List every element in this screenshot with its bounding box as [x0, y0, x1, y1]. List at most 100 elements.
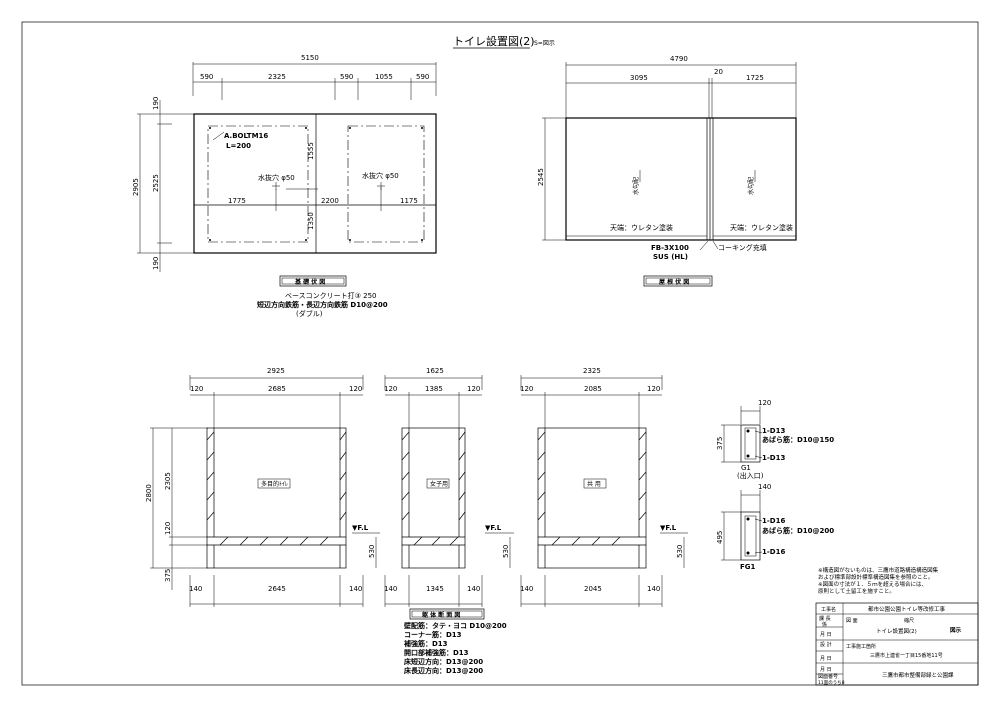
room2-gl: ▼F.L: [485, 524, 502, 532]
el-heading: 躯 体 断 面 図: [421, 611, 460, 619]
tb-project: 都市公園公園トイレ等改修工事: [868, 605, 946, 613]
tb-row-4: 月 日: [820, 667, 832, 673]
rp-overall-width: 4790: [670, 55, 688, 63]
fg1-stirrup: あばら筋：D10@200: [762, 526, 834, 535]
fp-left-1: 2525: [152, 174, 160, 192]
el-note-3: 開口部補強筋：D13: [404, 648, 469, 657]
room3-wall-l: 120: [520, 385, 533, 393]
roof-plan: 4790 3095 20 1725 2545 水勾配 水勾配 天端：ウレタン塗装…: [537, 55, 797, 287]
room2-inner: 1385: [425, 385, 443, 393]
room1-foot-r: 140: [349, 585, 362, 593]
fg1-bar-2: 1-D16: [762, 548, 785, 556]
fp-inner-2: 1775: [228, 197, 246, 205]
remark-2: ※図面の寸法が１．５ｍを超える場合には、: [818, 580, 927, 588]
fp-inner-3: 2200: [321, 197, 339, 205]
fp-note-0: ベースコンクリート打③ 250: [285, 291, 377, 300]
el-note-2: 補強筋：D13: [403, 639, 448, 648]
room3-outer: 2325: [583, 367, 601, 375]
fp-heading: 基 礎 伏 図: [294, 278, 325, 286]
sheet-title: トイレ設置図(2): [453, 34, 535, 48]
fp-seg-4: 590: [416, 73, 429, 81]
room1-name: 多目的ﾄｲﾚ: [261, 480, 288, 488]
room2-foot-l: 140: [384, 585, 397, 593]
tb-location: 三鷹市上連雀一丁目15番地11号: [870, 652, 943, 659]
room2-gl-dim: 530: [502, 545, 510, 558]
tb-project-label: 工事名: [821, 606, 836, 613]
el-upper: 2305: [164, 472, 172, 490]
g1-top: 120: [758, 399, 771, 407]
elevation-room-3: 2325 120 2085 120 共 用: [520, 367, 663, 607]
room2-wall-r: 120: [467, 385, 480, 393]
rp-flat-bar: FB-3X100: [651, 244, 689, 252]
fp-inner-4: 1175: [400, 197, 418, 205]
tb-approver-label: 図面番号: [818, 673, 838, 680]
remarks: ※構造図がないものは、三鷹市道路構造構造図集 および標準部設計標準構造図集を参照…: [818, 566, 939, 595]
fp-left-0: 190: [152, 97, 160, 110]
tb-row-1: 係: [822, 621, 827, 628]
rp-caulking: コーキング充填: [718, 243, 767, 252]
room2-foot-r: 140: [467, 585, 480, 593]
el-note-1: コーナー筋：D13: [404, 630, 462, 639]
room3-base: 2045: [584, 585, 602, 593]
g1-stirrup: あばら筋：D10@150: [762, 435, 834, 444]
tb-approver-sub: 11面のうち8: [818, 680, 845, 686]
room3-foot-l: 140: [520, 585, 533, 593]
fp-note-2: (ダブル): [296, 309, 323, 318]
g1-name: G1: [741, 464, 751, 472]
fp-seg-3: 1055: [375, 73, 393, 81]
elevation-room-1: 2925 120 2685 120 多目的ﾄｲﾚ: [189, 367, 364, 607]
el-mid: 120: [164, 522, 172, 535]
rp-rain-2: 水勾配: [747, 177, 755, 195]
fp-drain-1: 水抜穴 φ50: [258, 173, 295, 182]
fp-bolt-length: L=200: [226, 142, 251, 150]
rp-heading: 屋 根 伏 図: [659, 278, 689, 286]
tb-design-label: 設 計: [820, 641, 832, 648]
tb-row-2: 月 日: [820, 632, 832, 638]
title-block: 工事名 都市公園公園トイレ等改修工事 課 長 係 月 日 図 面 縮尺 トイレ設…: [815, 602, 979, 686]
fp-seg-0: 590: [200, 73, 213, 81]
fg1-bar-1: 1-D16: [762, 517, 785, 525]
el-note-5: 床長辺方向：D13@200: [404, 666, 483, 675]
rp-seg-0: 3095: [630, 74, 648, 82]
fp-inner-0: 1555: [307, 142, 315, 160]
el-lower: 375: [164, 569, 172, 582]
room1-wall-r: 120: [349, 385, 362, 393]
fg1-top: 140: [758, 483, 771, 491]
rp-seg-2: 1725: [746, 74, 764, 82]
fp-bolt: A.BOLTM16: [224, 132, 268, 140]
tb-drawing-label: 図 面: [846, 618, 858, 624]
el-note-0: 壁配筋：タテ・ヨコ D10@200: [404, 621, 507, 630]
rp-seg-1: 20: [714, 68, 723, 76]
room1-wall-l: 120: [190, 385, 203, 393]
fp-drain-2: 水抜穴 φ50: [362, 171, 399, 180]
rp-height: 2545: [537, 168, 545, 186]
tb-row-0: 課 長: [819, 615, 831, 622]
tb-row-3: 月 日: [820, 656, 832, 662]
remark-1: および標準部設計標準構造図集を参照のこと。: [818, 573, 934, 581]
tb-scale-value: 図示: [950, 626, 962, 634]
room3-inner: 2085: [584, 385, 602, 393]
rp-rain-1: 水勾配: [632, 177, 640, 195]
tb-drawing-name: トイレ設置図(2): [876, 627, 917, 635]
sheet-border: [21, 21, 979, 686]
beam-details: 120 375 1-D13 あばら筋：D10@150 1-D13 G1 (出入口…: [716, 399, 834, 571]
g1-bar-2: 1-D13: [762, 454, 785, 462]
tb-dept: 三鷹市都市整備部緑と公園課: [882, 671, 954, 679]
fp-overall-height: 2905: [132, 178, 140, 196]
fp-overall-width: 5150: [301, 54, 319, 62]
room2-outer: 1625: [426, 367, 444, 375]
fp-left-2: 190: [152, 257, 160, 270]
room1-outer: 2925: [267, 367, 285, 375]
remark-0: ※構造図がないものは、三鷹市道路構造構造図集: [818, 566, 939, 574]
room2-base: 1345: [426, 585, 444, 593]
rp-ceiling-2: 天端：ウレタン塗装: [730, 223, 793, 232]
elevations: 2800 2305 120 375 2925 120 2685 120: [145, 367, 688, 675]
fp-inner-1: 1350: [307, 212, 315, 230]
g1-height: 375: [716, 437, 724, 450]
room2-wall-l: 120: [384, 385, 397, 393]
fp-seg-1: 2325: [268, 73, 286, 81]
elevation-room-2: 1625 120 1385 120 女子用: [384, 367, 483, 607]
room3-foot-r: 140: [647, 585, 660, 593]
